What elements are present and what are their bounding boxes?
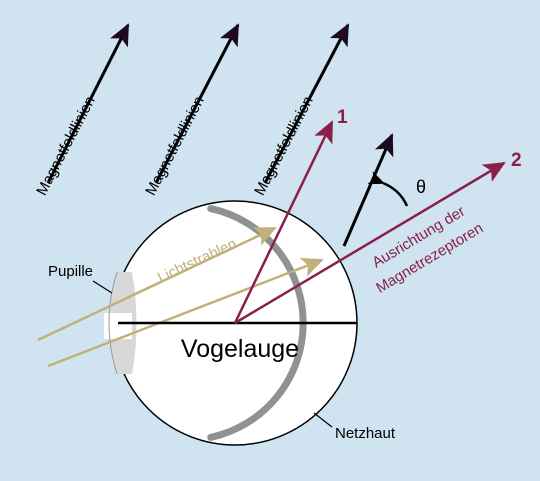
light-ray-1 [37, 226, 277, 342]
field-line-2 [154, 23, 240, 184]
direction-label-1: 1 [337, 107, 348, 128]
retina-leader-line [313, 412, 333, 428]
angle-arc [367, 171, 409, 207]
direction-arrow-2 [234, 161, 506, 325]
field-line-1 [46, 23, 130, 184]
light-ray-2 [47, 257, 324, 368]
angle-label: θ [416, 177, 426, 197]
direction-label-2: 2 [511, 150, 522, 171]
eye-label: Vogelauge [181, 335, 299, 363]
field-line-3 [263, 23, 350, 184]
pupil-label: Pupille [48, 263, 93, 280]
retina-label: Netzhaut [335, 425, 396, 442]
pupil-outline [108, 271, 118, 375]
pupil-leader-line [92, 280, 113, 294]
field-line-at-retina [342, 133, 394, 247]
direction-arrow-1 [233, 120, 334, 324]
